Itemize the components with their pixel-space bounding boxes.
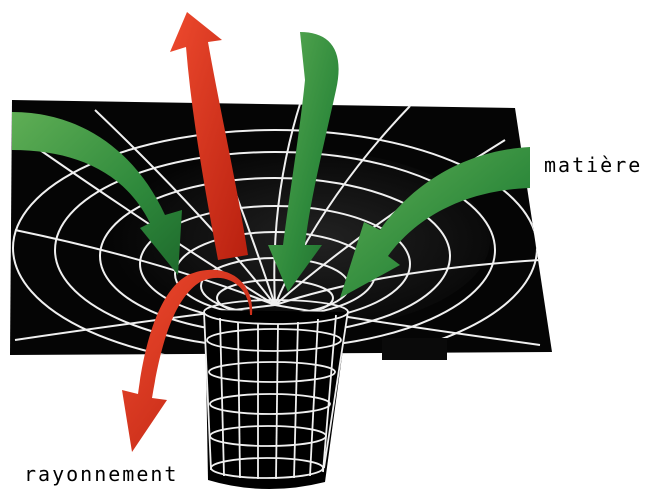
matter-label: matière — [544, 153, 642, 177]
radiation-label: rayonnement — [24, 462, 178, 486]
funnel-throat — [204, 300, 348, 489]
plane-edge-block — [382, 338, 447, 360]
